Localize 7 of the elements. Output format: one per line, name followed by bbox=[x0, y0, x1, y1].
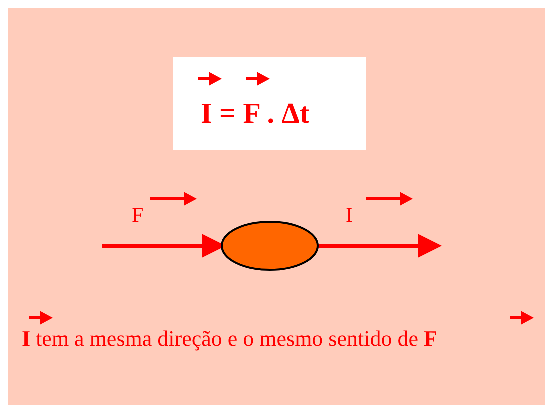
edge-label: I bbox=[346, 203, 353, 227]
formula-box bbox=[173, 57, 366, 150]
edge-label: F bbox=[132, 203, 144, 227]
caption-sentence: I tem a mesma direção e o mesmo sentido de F bbox=[22, 326, 438, 352]
force-arrow bbox=[318, 234, 442, 258]
formula: I = F . Δt bbox=[201, 97, 310, 131]
body-ellipse bbox=[221, 221, 319, 271]
